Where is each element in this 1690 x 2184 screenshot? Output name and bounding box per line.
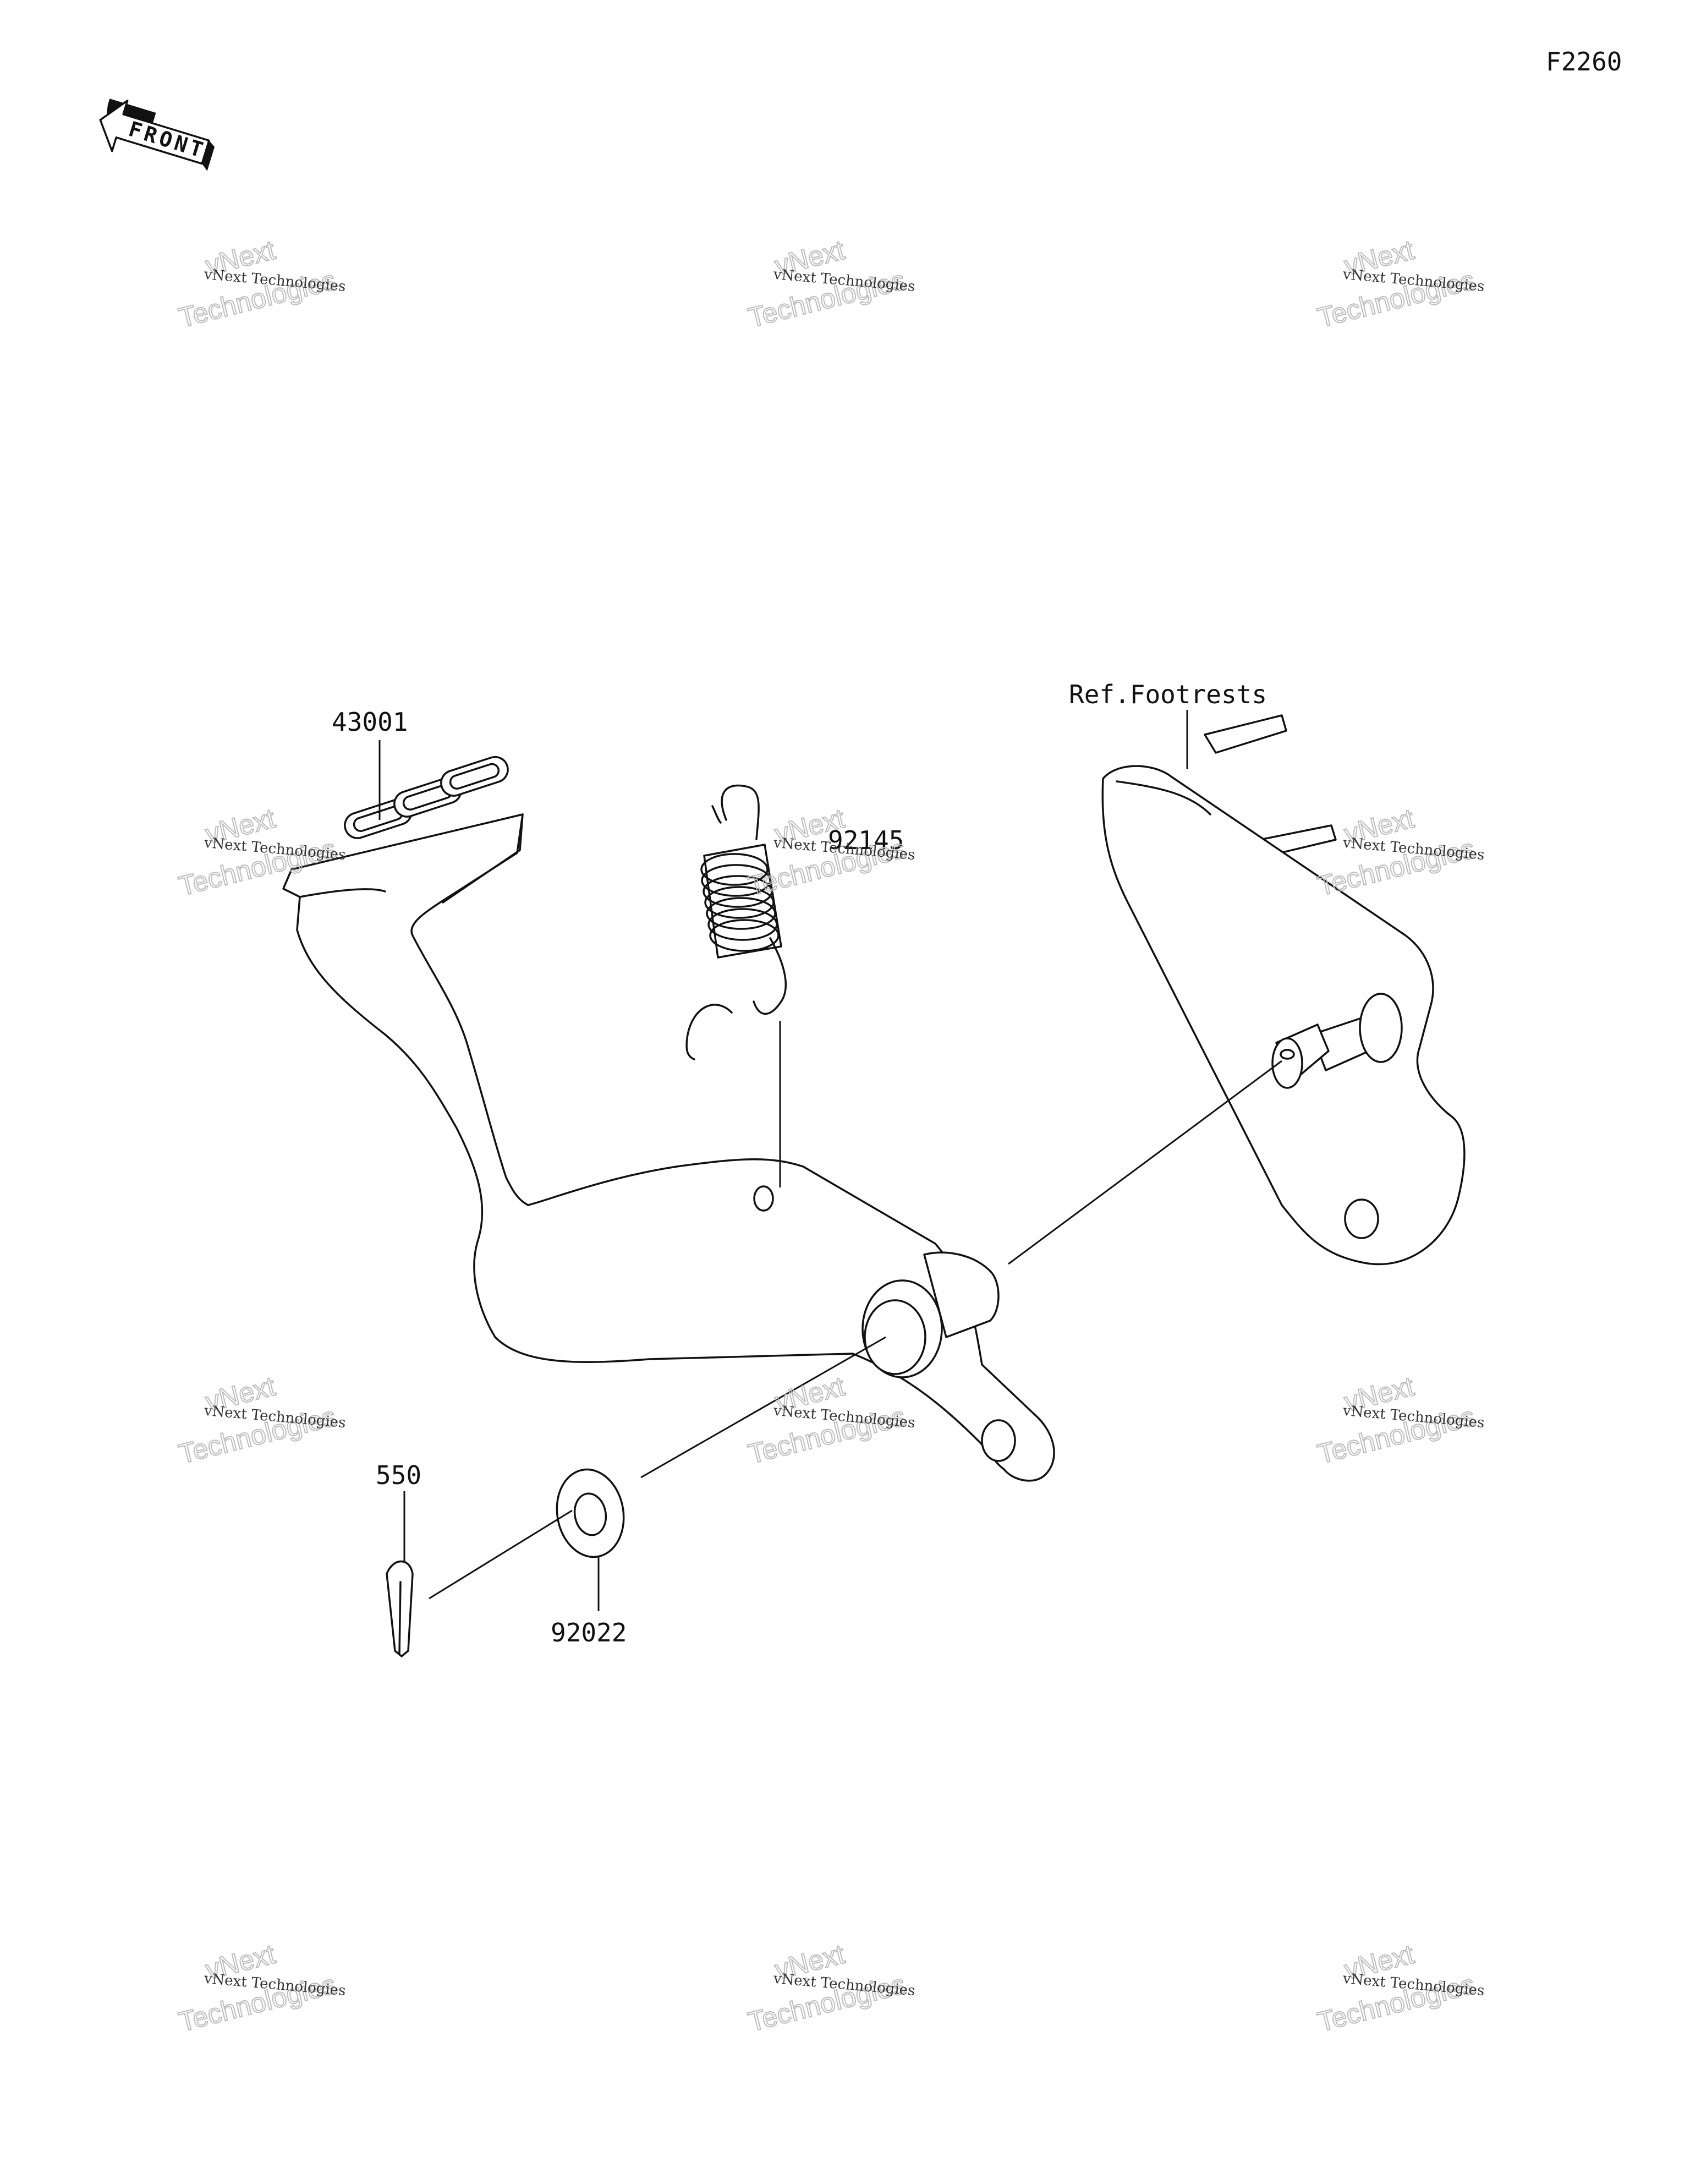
figure-code: F2260 bbox=[1546, 47, 1622, 76]
callout-brake-pedal: 43001 bbox=[332, 707, 408, 737]
return-spring bbox=[685, 784, 787, 1060]
watermark-logo: vNext Technologies vNext Technologies bbox=[175, 1938, 346, 2038]
watermark-logo: vNext Technologies vNext Technologies bbox=[1314, 234, 1485, 334]
callout-washer: 92022 bbox=[551, 1618, 627, 1647]
watermark-logo: vNext Technologies vNext Technologies bbox=[1314, 1938, 1485, 2038]
callout-cotter-pin: 550 bbox=[376, 1460, 421, 1490]
watermark-logo: vNext Technologies vNext Technologies bbox=[744, 802, 915, 902]
assembly-lines bbox=[429, 1060, 1282, 1600]
watermark-logo: vNext Technologies vNext Technologies bbox=[744, 1370, 915, 1470]
watermark-logo: vNext Technologies vNext Technologies bbox=[744, 234, 915, 334]
watermark-logo: vNext Technologies vNext Technologies bbox=[175, 1370, 346, 1470]
watermark-logo: vNext Technologies vNext Technologies bbox=[744, 1938, 915, 2038]
watermark-logo: vNext Technologies vNext Technologies bbox=[175, 234, 346, 334]
callout-return-spring: 92145 bbox=[828, 825, 904, 855]
washer bbox=[556, 1468, 625, 1558]
cotter-pin bbox=[386, 1560, 414, 1657]
watermark-logo: vNext Technologies vNext Technologies bbox=[1314, 802, 1485, 902]
footrest-bracket bbox=[1101, 714, 1466, 1266]
callout-reference-footrests: Ref.Footrests bbox=[1069, 680, 1267, 709]
watermark-logo: vNext Technologies vNext Technologies bbox=[175, 802, 346, 902]
watermark-logo: vNext Technologies vNext Technologies bbox=[1314, 1370, 1485, 1470]
leader-lines bbox=[378, 710, 1188, 1611]
brake-pedal bbox=[282, 756, 1055, 1482]
front-arrow-icon: FRONT bbox=[99, 98, 215, 171]
front-label: FRONT bbox=[126, 117, 209, 163]
